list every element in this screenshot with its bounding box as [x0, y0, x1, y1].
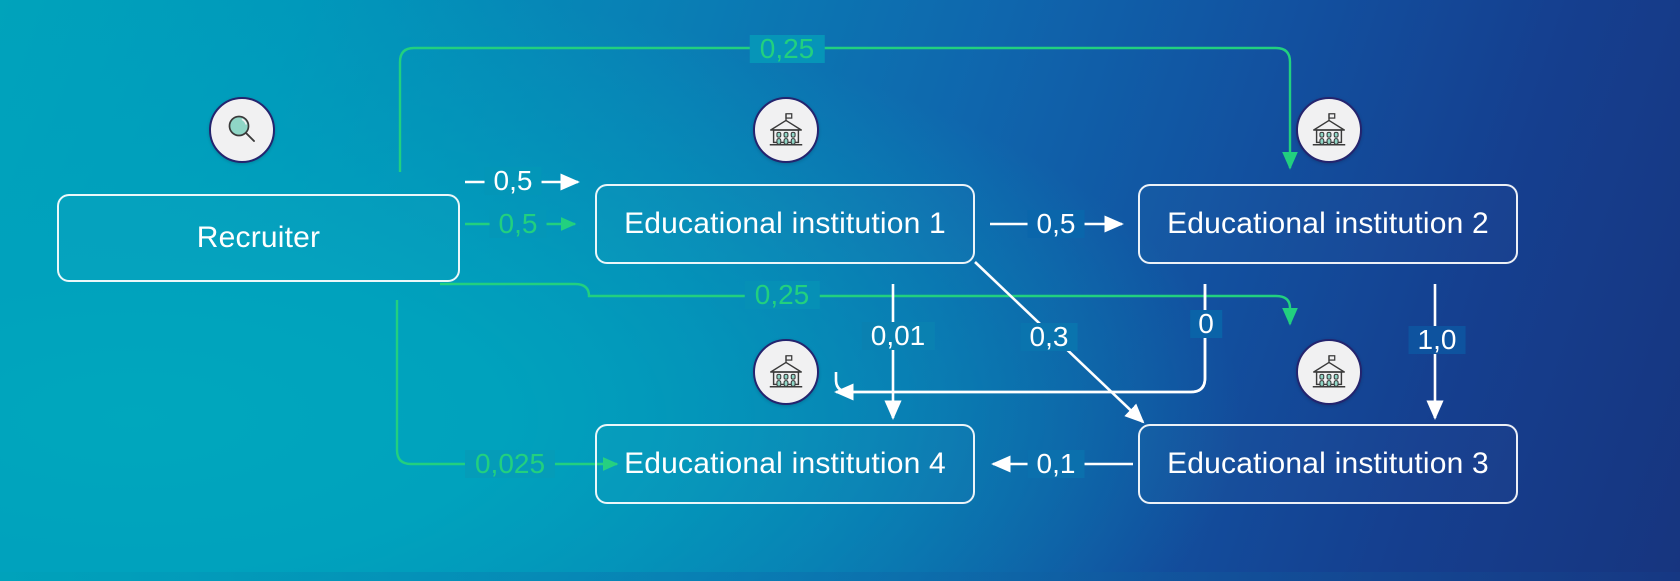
node-educational-institution-1[interactable]: Educational institution 1 — [595, 184, 975, 264]
edge-green-recruiter-to-school-low — [440, 282, 1298, 326]
node-educational-institution-4[interactable]: Educational institution 4 — [595, 424, 975, 504]
edge-label-white-ei2-ei3: 1,0 — [1408, 326, 1466, 354]
school-icon — [1308, 109, 1350, 151]
node-recruiter-label: Recruiter — [196, 221, 321, 254]
edge-green-recruiter-to-ei2 — [398, 46, 1298, 172]
edge-green-recruiter-to-ei4 — [395, 300, 619, 471]
edge-label-white-ei2-school-mid: 0 — [1190, 310, 1222, 338]
edge-label-green-recruiter-ei1: 0,5 — [489, 210, 547, 238]
node-educational-institution-4-label: Educational institution 4 — [624, 447, 946, 480]
node-educational-institution-3-label: Educational institution 3 — [1167, 447, 1489, 480]
school-icon-badge-mid — [753, 339, 819, 405]
school-icon-badge-ei2 — [1296, 97, 1362, 163]
magnifier-icon-badge-recruiter — [209, 97, 275, 163]
edge-label-white-ei1-ei4: 0,01 — [861, 322, 935, 350]
edge-label-green-recruiter-ei2: 0,25 — [749, 35, 825, 63]
edge-label-white-ei3-ei4: 0,1 — [1027, 450, 1085, 478]
school-icon — [765, 351, 807, 393]
node-educational-institution-1-label: Educational institution 1 — [624, 207, 946, 240]
edge-label-green-recruiter-school-low: 0,25 — [744, 281, 820, 309]
node-educational-institution-2-label: Educational institution 2 — [1167, 207, 1489, 240]
school-icon — [765, 109, 807, 151]
edge-label-green-recruiter-ei4: 0,025 — [464, 450, 556, 478]
school-icon-badge-low — [1296, 339, 1362, 405]
edge-label-white-ei1-ei3: 0,3 — [1020, 323, 1078, 351]
school-icon-badge-ei1 — [753, 97, 819, 163]
node-recruiter[interactable]: Recruiter — [57, 194, 460, 282]
node-educational-institution-3[interactable]: Educational institution 3 — [1138, 424, 1518, 504]
magnifier-icon — [222, 110, 262, 150]
node-educational-institution-2[interactable]: Educational institution 2 — [1138, 184, 1518, 264]
edge-label-white-recruiter-ei1: 0,5 — [484, 167, 542, 195]
edge-label-white-ei1-ei2: 0,5 — [1027, 210, 1085, 238]
edge-white-ei2-to-school-mid — [834, 284, 1207, 401]
school-icon — [1308, 351, 1350, 393]
